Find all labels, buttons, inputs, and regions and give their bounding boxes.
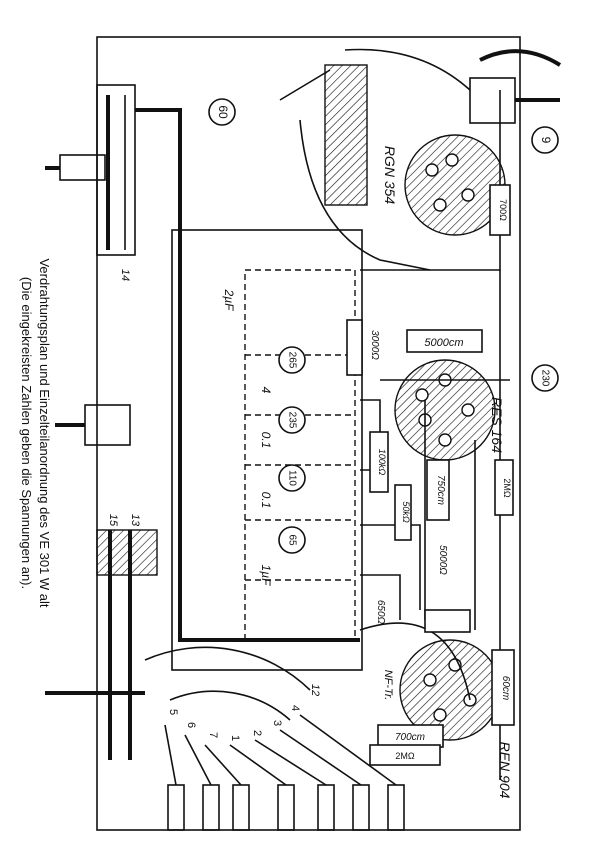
dial-1: 1 bbox=[229, 735, 241, 741]
voltage-markers bbox=[208, 98, 559, 554]
component-block bbox=[171, 229, 363, 671]
label-100k: 100kΩ bbox=[377, 449, 387, 476]
wave-switch bbox=[96, 529, 158, 576]
voltage-60: 60 bbox=[216, 105, 230, 119]
label-50k: 50kΩ bbox=[401, 501, 411, 523]
dial-5: 5 bbox=[167, 709, 179, 715]
dial-7: 7 bbox=[207, 732, 219, 738]
label-5000: 5000Ω bbox=[437, 545, 448, 575]
resistors bbox=[346, 184, 515, 766]
terminal-15: 15 bbox=[107, 514, 119, 527]
tube-label-ren: REN 904 bbox=[497, 742, 513, 799]
terminal-12: 12 bbox=[309, 684, 321, 696]
caption-line-2: (Die eingekreisten Zahlen geben die Span… bbox=[19, 277, 34, 589]
label-cap-2uf: 2µF bbox=[222, 289, 236, 312]
label-3000: 3000Ω bbox=[369, 330, 380, 360]
label-cap-1uf: 1µF bbox=[259, 565, 273, 587]
voltage-230: 230 bbox=[539, 370, 550, 387]
tube-label-rgn: RGN 354 bbox=[382, 146, 398, 205]
label-2m-b: 2MΩ bbox=[395, 751, 415, 761]
tube-label-res: RES 164 bbox=[489, 397, 505, 453]
terminal-14: 14 bbox=[119, 269, 131, 281]
label-2m-a: 2MΩ bbox=[502, 478, 512, 498]
dial-2: 2 bbox=[251, 730, 263, 736]
label-cap-01a: 0.1 bbox=[259, 432, 273, 449]
voltage-9: 9 bbox=[539, 137, 553, 144]
tap-dial bbox=[144, 646, 311, 691]
dial-4: 4 bbox=[289, 705, 301, 711]
bottom-terminals bbox=[167, 784, 405, 831]
label-650: 650Ω bbox=[375, 600, 386, 625]
variable-capacitor bbox=[96, 84, 136, 256]
volume-knob bbox=[84, 404, 131, 446]
hatched-block bbox=[324, 64, 368, 206]
label-cap-4: 4 bbox=[259, 387, 273, 394]
voltage-110: 110 bbox=[286, 470, 297, 486]
voltage-65: 65 bbox=[286, 534, 297, 546]
label-700cm: 700cm bbox=[395, 732, 425, 743]
chassis-outline bbox=[96, 36, 521, 831]
label-700: 700Ω bbox=[498, 199, 508, 221]
dial-6: 6 bbox=[185, 722, 197, 728]
label-750cm: 750cm bbox=[435, 475, 446, 505]
label-cap-01b: 0.1 bbox=[259, 492, 273, 509]
voltage-235: 235 bbox=[286, 412, 297, 429]
terminal-13: 13 bbox=[129, 514, 141, 527]
label-nf: NF-Tr. bbox=[382, 670, 394, 701]
label-5000cm: 5000cm bbox=[424, 337, 463, 349]
dial-3: 3 bbox=[271, 720, 283, 726]
label-60cm: 60cm bbox=[500, 676, 511, 700]
caption-line-1: Verdrahtungsplan und Einzelteilanordnung… bbox=[37, 258, 52, 607]
voltage-265: 265 bbox=[286, 352, 297, 369]
